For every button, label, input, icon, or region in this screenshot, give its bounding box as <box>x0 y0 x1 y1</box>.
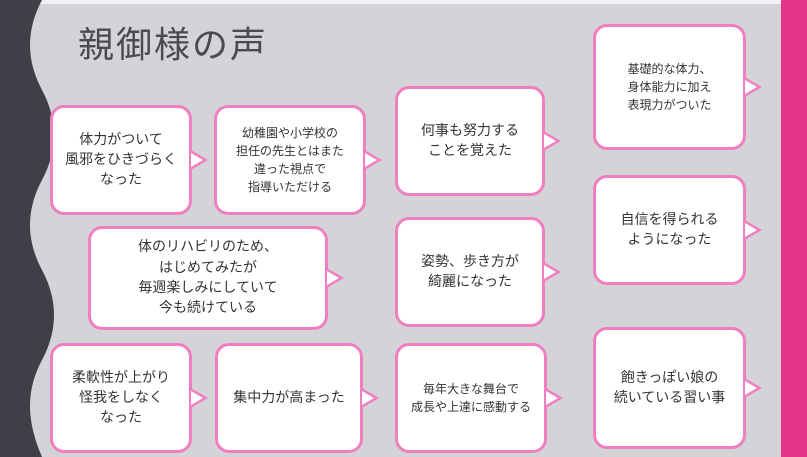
testimonial-bubble: 体力がついて 風邪をひきづらく なった <box>50 105 208 215</box>
testimonial-text: 基礎的な体力、 身体能力に加え 表現力がついた <box>627 62 712 112</box>
testimonial-text: 自信を得られる ようになった <box>620 211 719 248</box>
accent-bar <box>781 0 807 457</box>
testimonial-bubble: 自信を得られる ようになった <box>593 175 762 285</box>
testimonial-text: 姿勢、歩き方が 綺麗になった <box>421 253 519 290</box>
testimonial-text: 毎年大きな舞台で 成長や上達に感動する <box>410 382 531 414</box>
testimonial-bubble: 柔軟性が上がり 怪我をしなく なった <box>50 343 208 453</box>
testimonial-text: 集中力が高まった <box>233 389 345 406</box>
testimonial-bubble: 集中力が高まった <box>215 343 379 453</box>
testimonial-text: 何事も努力する ことを覚えた <box>421 122 519 159</box>
testimonial-text: 体のリハビリのため、 はじめてみたが 毎週楽しみにしていて 今も続けている <box>138 239 278 317</box>
testimonial-bubble: 何事も努力する ことを覚えた <box>395 86 561 196</box>
testimonial-text: 柔軟性が上がり 怪我をしなく なった <box>72 369 170 427</box>
testimonial-bubble: 飽きっぽい娘の 続いている習い事 <box>593 327 762 449</box>
testimonial-text: 飽きっぽい娘の 続いている習い事 <box>613 369 726 406</box>
testimonial-text: 幼稚園や小学校の 担任の先生とはまた 違った視点で 指導いただける <box>235 126 344 194</box>
testimonial-bubble: 毎年大きな舞台で 成長や上達に感動する <box>395 343 563 453</box>
testimonial-bubble: 基礎的な体力、 身体能力に加え 表現力がついた <box>593 24 762 150</box>
testimonial-bubble: 幼稚園や小学校の 担任の先生とはまた 違った視点で 指導いただける <box>214 105 382 215</box>
testimonial-bubble: 体のリハビリのため、 はじめてみたが 毎週楽しみにしていて 今も続けている <box>88 226 344 330</box>
top-border <box>40 0 807 4</box>
testimonial-text: 体力がついて 風邪をひきづらく なった <box>65 131 177 189</box>
page-title: 親御様の声 <box>78 25 269 66</box>
testimonial-bubble: 姿勢、歩き方が 綺麗になった <box>395 217 561 327</box>
wavy-sidebar-decoration <box>0 0 54 457</box>
